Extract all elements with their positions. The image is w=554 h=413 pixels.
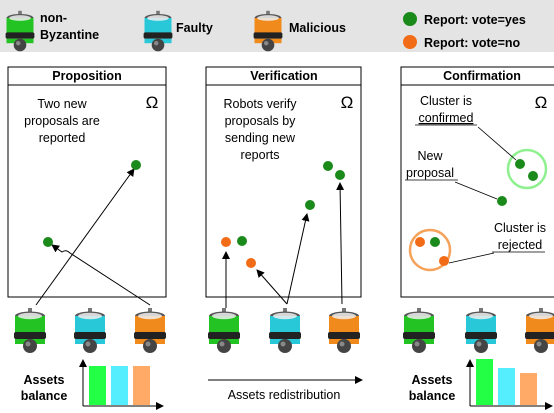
legend-no-dot (403, 35, 417, 49)
confirmed-cluster-circle (506, 148, 548, 190)
legend-malicious-label: Malicious (289, 21, 346, 35)
pointer-line (454, 181, 498, 200)
robot-row-confirmation (403, 308, 554, 353)
redistribution-label: Assets redistribution (228, 388, 341, 402)
legend-faulty-label: Faulty (176, 21, 213, 35)
report-yes-dot (43, 237, 53, 247)
proposition-text-line3: reported (39, 131, 86, 145)
verification-text-line2: proposals by (225, 114, 297, 128)
report-no-dot (415, 237, 425, 247)
assets-chart-right (466, 359, 553, 410)
assets-label-right-line2: balance (409, 389, 456, 403)
robot-row-proposition (14, 308, 166, 353)
robot-row-verification (208, 308, 360, 353)
new-proposal-line2: proposal (406, 166, 454, 180)
proposition-arrows (35, 168, 151, 306)
assets-label-left-line2: balance (21, 389, 68, 403)
asset-bar-malicious (133, 366, 150, 405)
legend-yes-dot (403, 12, 417, 26)
report-yes-dot (237, 236, 247, 246)
report-yes-dot (323, 161, 333, 171)
pointer-line (448, 252, 495, 264)
cluster-rejected-line1: Cluster is (494, 221, 546, 235)
report-yes-dot (528, 171, 538, 181)
asset-bar-faulty (498, 368, 515, 405)
robot-malicious-icon (328, 308, 360, 353)
panel-verification-title: Verification (250, 69, 317, 83)
cluster-confirmed-line2: confirmed (419, 111, 474, 125)
asset-bar-nonbyzantine (476, 359, 493, 405)
robot-faulty-icon (74, 308, 106, 353)
verification-text-line1: Robots verify (224, 97, 298, 111)
report-yes-dot (335, 170, 345, 180)
report-yes-dot (131, 160, 141, 170)
robot-faulty-icon (465, 308, 497, 353)
robot-malicious-icon (134, 308, 166, 353)
omega-symbol: Ω (146, 93, 159, 112)
omega-symbol: Ω (535, 93, 548, 112)
legend-yes-label: Report: vote=yes (424, 13, 526, 27)
assets-label-left-line1: Assets (24, 373, 65, 387)
report-no-dot (221, 237, 231, 247)
robot-nonbyzantine-icon (14, 308, 46, 353)
assets-chart-left (79, 359, 164, 410)
cluster-confirmed-line1: Cluster is (420, 94, 472, 108)
robot-nonbyzantine-icon (403, 308, 435, 353)
report-yes-dot (305, 200, 315, 210)
proposition-text-line1: Two new (37, 97, 87, 111)
panel-verification: Verification Robots verify proposals by … (205, 66, 362, 298)
verification-arrows (222, 182, 345, 308)
proposition-text-line2: proposals are (24, 114, 100, 128)
panel-proposition-title: Proposition (52, 69, 121, 83)
report-yes-dot (430, 237, 440, 247)
panel-confirmation: Confirmation Ω Cluster is confirmed New … (400, 66, 554, 298)
robot-faulty-icon (269, 308, 301, 353)
cluster-rejected-line2: rejected (498, 238, 543, 252)
verification-text-line3: sending new (225, 131, 296, 145)
asset-bar-malicious (520, 373, 537, 405)
legend-nonbyzantine-line1: non- (40, 11, 67, 25)
legend-nonbyzantine-line2: Byzantine (40, 28, 99, 42)
report-no-dot (439, 256, 449, 266)
robot-malicious-icon (525, 308, 554, 353)
omega-symbol: Ω (341, 93, 354, 112)
report-yes-dot (497, 196, 507, 206)
legend-no-label: Report: vote=no (424, 36, 521, 50)
panel-proposition: Proposition Two new proposals are report… (7, 66, 167, 298)
robot-nonbyzantine-icon (208, 308, 240, 353)
rejected-cluster-circle (408, 228, 452, 272)
assets-label-right-line1: Assets (412, 373, 453, 387)
verification-text-line4: reports (241, 148, 280, 162)
asset-bar-nonbyzantine (89, 366, 106, 405)
report-yes-dot (515, 159, 525, 169)
pointer-line (477, 126, 517, 161)
asset-bar-faulty (111, 366, 128, 405)
panel-confirmation-title: Confirmation (443, 69, 521, 83)
report-no-dot (246, 258, 256, 268)
new-proposal-line1: New (417, 149, 443, 163)
